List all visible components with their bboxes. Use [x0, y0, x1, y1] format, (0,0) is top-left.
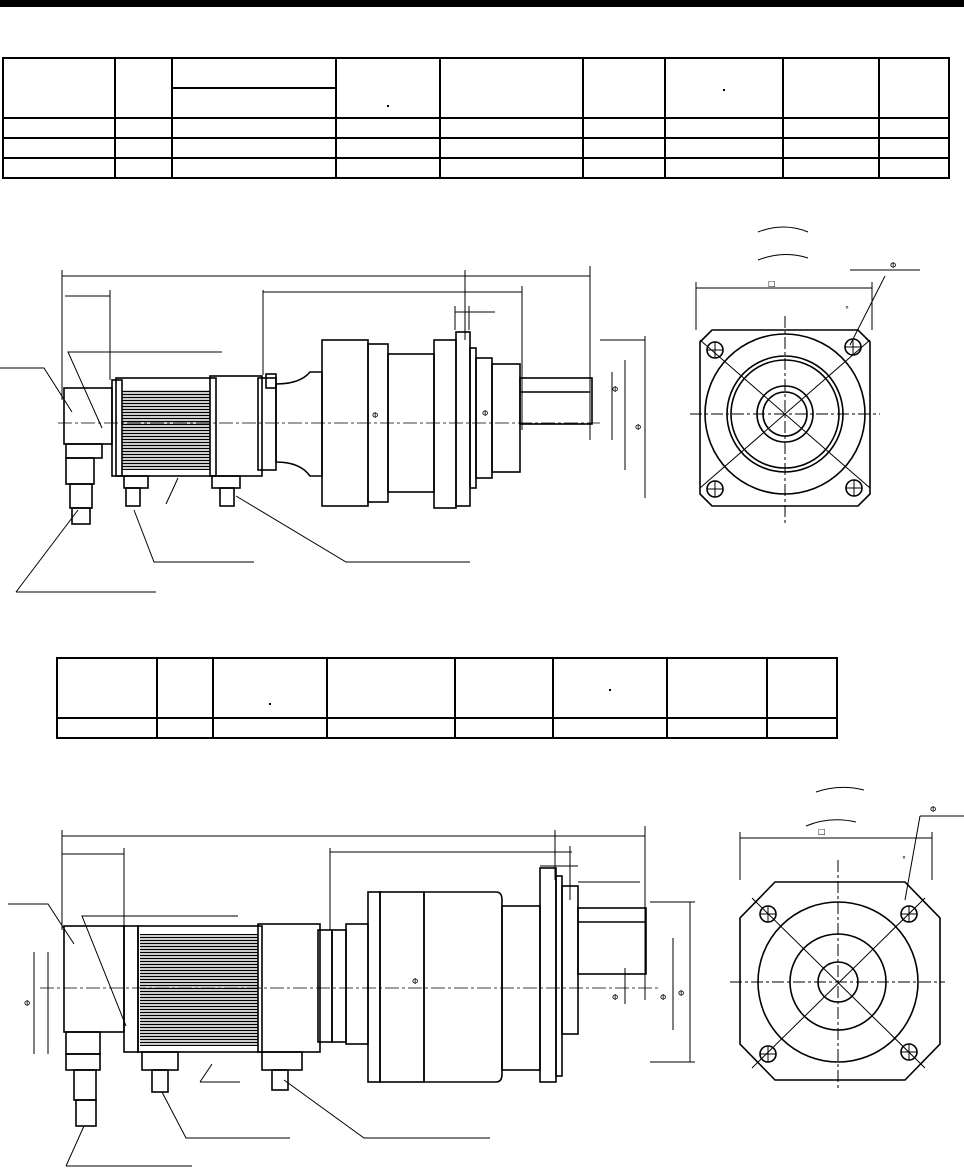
- diameter-symbol: Φ: [890, 261, 896, 270]
- table-header-cell: [663, 57, 784, 119]
- leader-lines: [8, 903, 490, 1167]
- diameter-symbol: Φ: [372, 411, 378, 420]
- diameter-symbol: Φ: [930, 805, 936, 814]
- table-row: [56, 717, 838, 739]
- table-header-cell: [552, 657, 668, 719]
- diameter-symbol: Φ: [482, 409, 488, 418]
- connectors: [65, 457, 241, 525]
- table-header-cell: [326, 657, 456, 719]
- diameter-symbol: Φ: [412, 977, 418, 986]
- table-row: [1, 157, 951, 179]
- diameter-symbol: Φ: [678, 989, 684, 998]
- table-header-cell: [666, 657, 768, 719]
- diameter-symbol: Φ: [635, 423, 641, 432]
- lower-side-view: Φ Φ Φ Φ Φ: [8, 826, 695, 1167]
- square-symbol: □: [818, 827, 826, 836]
- degree-symbol: °: [902, 855, 906, 864]
- rotation-arrow: [757, 254, 809, 261]
- table-header-cell: [171, 57, 338, 89]
- lower-front-view: □ Φ °: [730, 786, 964, 1090]
- center-marks: [730, 860, 945, 1090]
- table-header-cell: [781, 57, 880, 119]
- rotation-arrow: [815, 786, 865, 793]
- flange-outline: [739, 881, 941, 1081]
- leader-lines: [0, 351, 470, 593]
- diameter-symbol: Φ: [660, 993, 666, 1002]
- table-header-cell: [114, 57, 174, 119]
- center-marks: [690, 316, 880, 525]
- table-header-cell: [1, 57, 117, 119]
- diameter-symbol: Φ: [612, 385, 618, 394]
- rotation-arrow: [805, 819, 857, 827]
- table-header-cell: [766, 657, 838, 719]
- connectors: [65, 1051, 303, 1127]
- cooling-fins: [140, 934, 258, 1046]
- lower-spec-table: [56, 657, 838, 739]
- table-header-cell: [171, 87, 338, 119]
- table-header-cell: [877, 57, 951, 119]
- dimension-lines: [33, 826, 695, 1063]
- diameter-symbol: Φ: [24, 999, 30, 1008]
- table-row: [1, 117, 951, 139]
- gear-reducer: [275, 331, 593, 509]
- flange-outline: [699, 329, 871, 507]
- upper-spec-table: [1, 57, 951, 179]
- table-header-cell: [581, 57, 666, 119]
- table-header-cell: [56, 657, 158, 719]
- cooling-fins: [122, 390, 210, 470]
- degree-symbol: °: [845, 305, 849, 314]
- table-header-cell: [335, 57, 442, 119]
- table-header-cell: [212, 657, 328, 719]
- diameter-symbol: Φ: [612, 993, 618, 1002]
- gear-reducer: [345, 867, 647, 1083]
- header-rule: [0, 0, 964, 7]
- table-row: [1, 137, 951, 159]
- table-header-cell: [156, 657, 214, 719]
- upper-side-view: Φ Φ Φ Φ: [0, 266, 646, 593]
- table-header-cell: [439, 57, 584, 119]
- square-symbol: □: [768, 279, 776, 288]
- table-header-cell: [454, 657, 554, 719]
- dimension-lines: [61, 266, 646, 498]
- rotation-arrow: [757, 226, 809, 233]
- upper-front-view: □ Φ °: [690, 226, 920, 525]
